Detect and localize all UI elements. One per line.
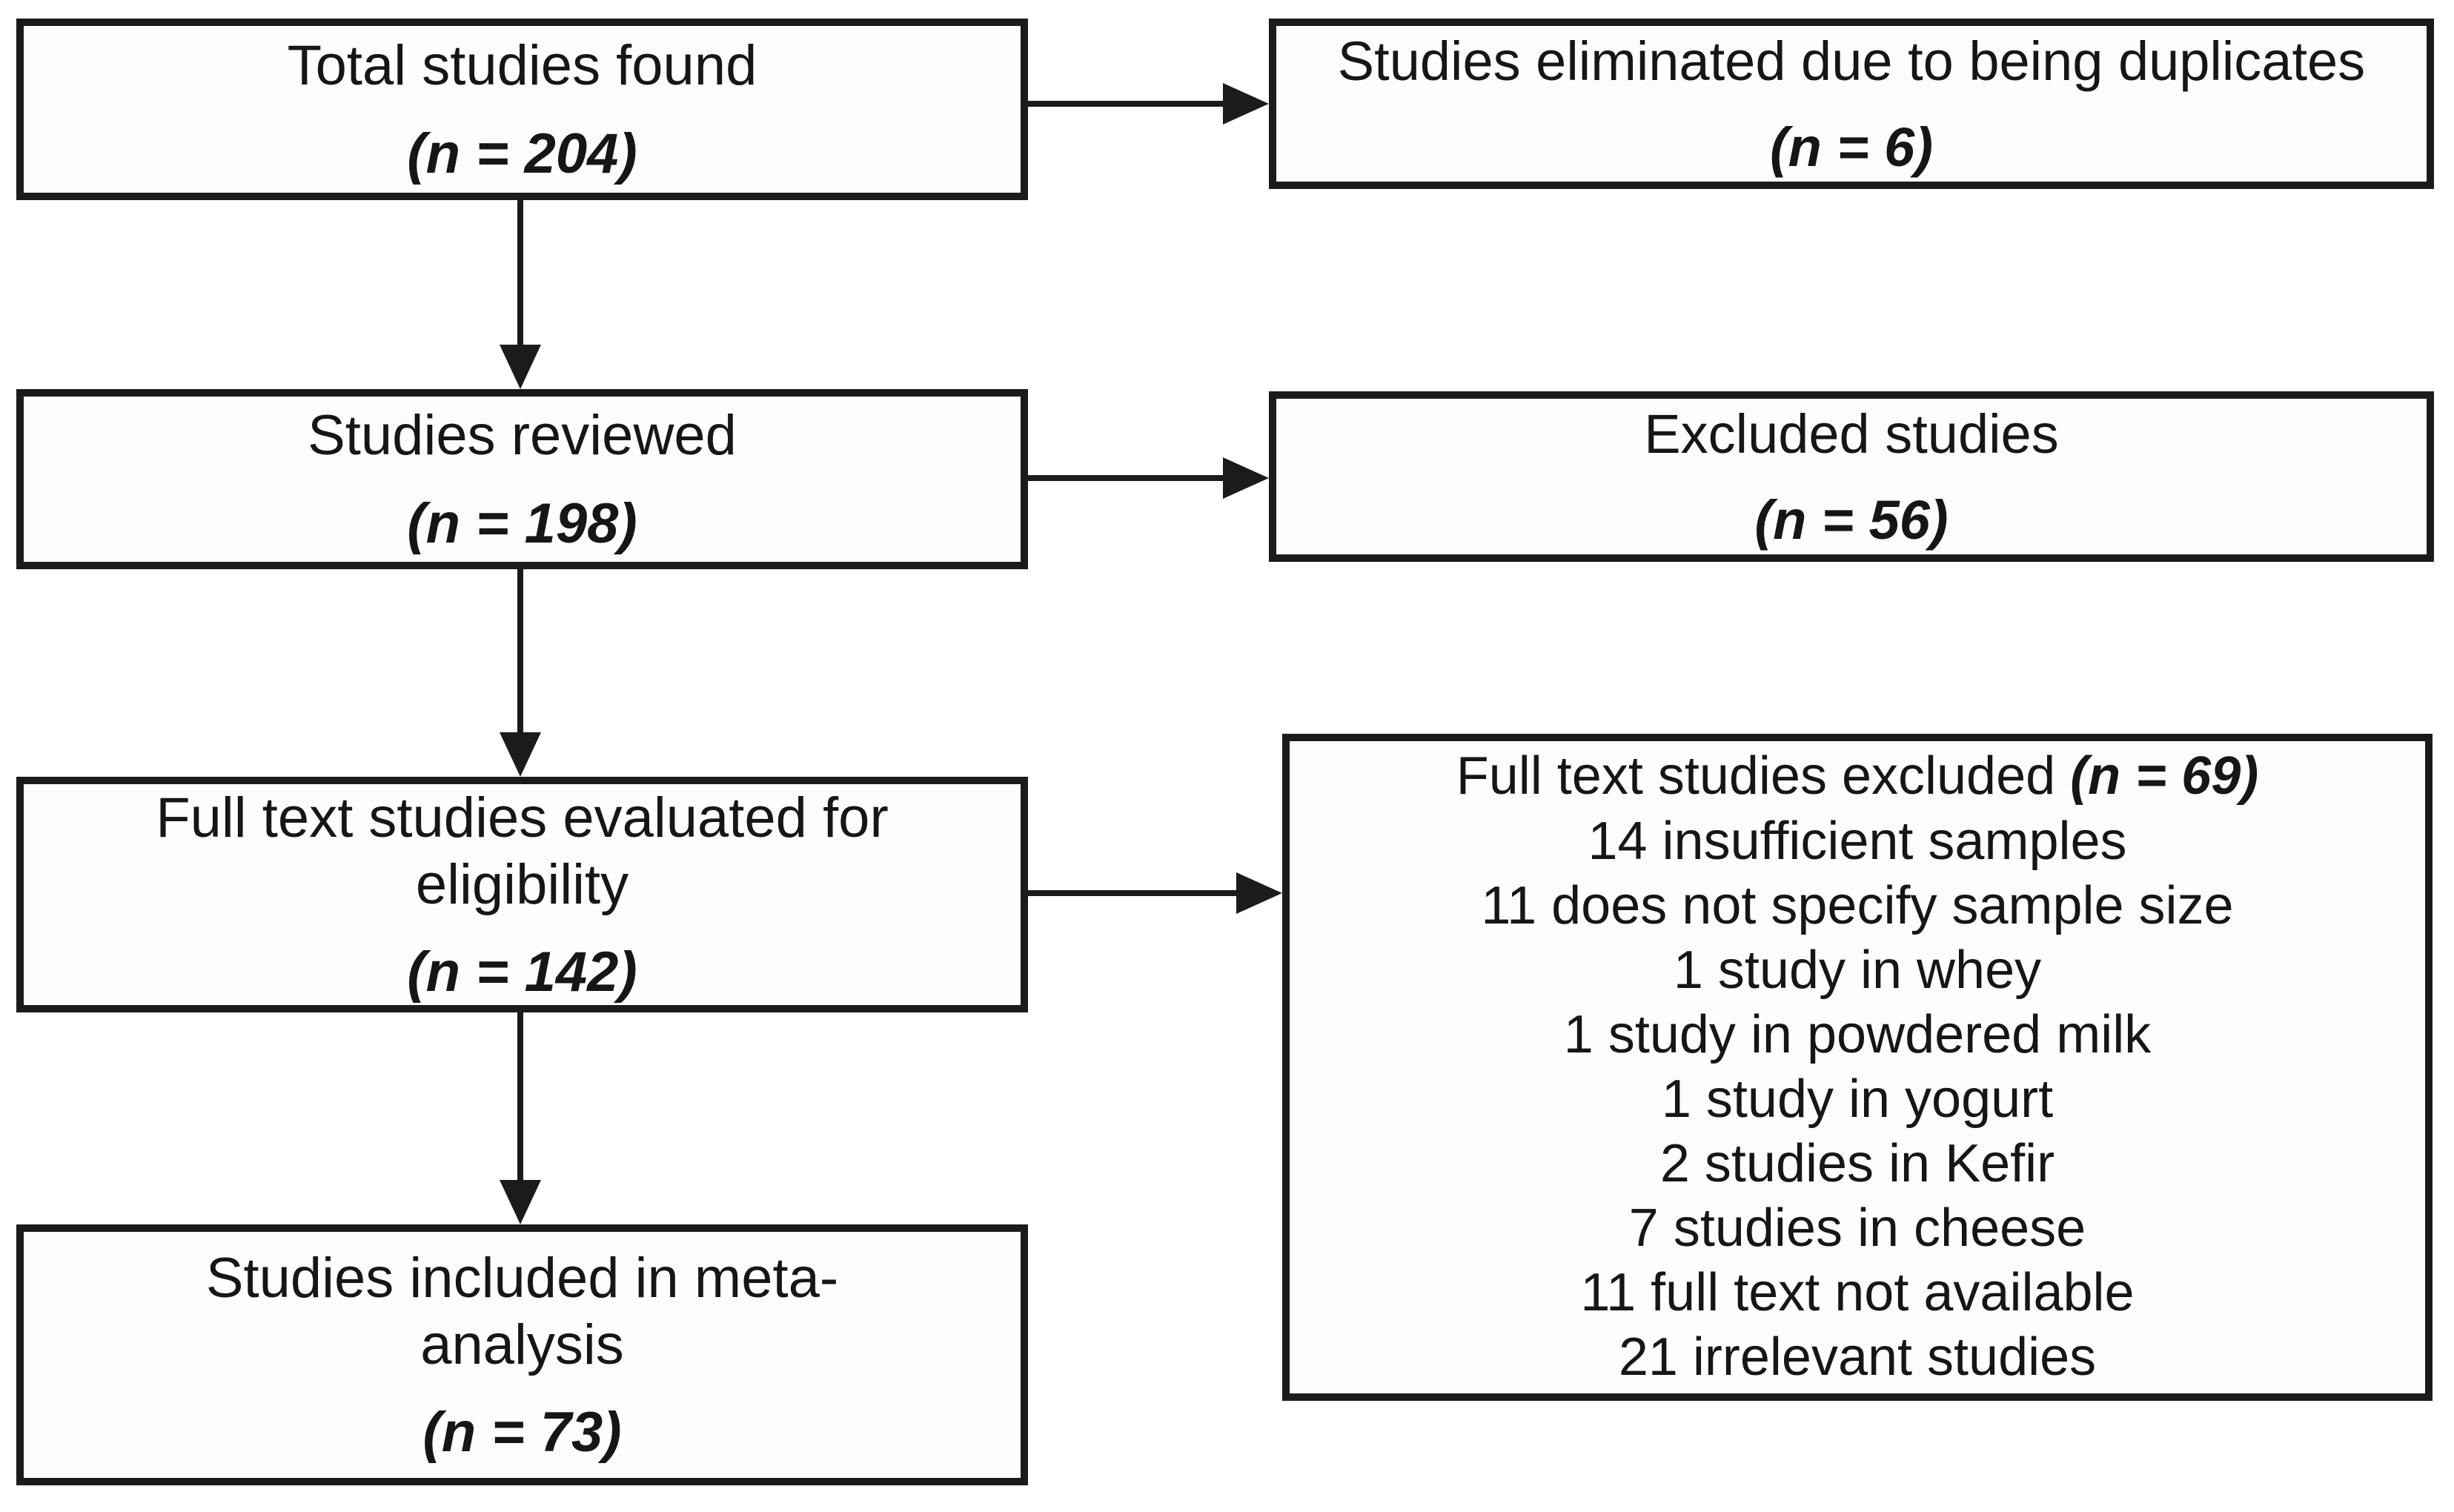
box-excluded-studies: Excluded studies (n = 56): [1269, 391, 2434, 562]
arrow-line: [1028, 890, 1238, 896]
box-title: Studies eliminated due to being duplicat…: [1337, 30, 2366, 92]
box-full-text-evaluated: Full text studies evaluated for eligibil…: [16, 777, 1028, 1012]
arrow-line: [1028, 475, 1224, 481]
box-included-meta-analysis: Studies included in meta-analysis (n = 7…: [16, 1224, 1028, 1485]
box-count: (n = 73): [422, 1401, 622, 1465]
arrowhead-right-icon: [1223, 83, 1269, 125]
box-count: (n = 6): [1770, 116, 1933, 179]
exclusion-item: 2 studies in Kefir: [1659, 1134, 2055, 1194]
arrowhead-right-icon: [1223, 457, 1269, 499]
exclusion-item: 1 study in powdered milk: [1563, 1004, 2152, 1064]
box-title: Excluded studies: [1644, 402, 2059, 465]
box-title: Studies included in meta-analysis: [205, 1246, 839, 1376]
exclusion-item: 1 study in whey: [1673, 940, 2042, 1000]
exclusion-item: 7 studies in cheese: [1628, 1198, 2086, 1259]
arrowhead-right-icon: [1236, 872, 1282, 914]
box-title: Full text studies evaluated for eligibil…: [156, 786, 889, 916]
arrowhead-down-icon: [500, 732, 541, 777]
box-full-text-excluded-details: Full text studies excluded (n = 69) 14 i…: [1282, 734, 2433, 1401]
box-studies-reviewed: Studies reviewed (n = 198): [16, 389, 1028, 569]
box-title: Total studies found: [287, 34, 757, 98]
arrowhead-down-icon: [500, 345, 541, 389]
exclusion-header: Full text studies excluded (n = 69): [1456, 744, 2259, 809]
box-total-studies-found: Total studies found (n = 204): [16, 19, 1028, 200]
box-title: Studies reviewed: [308, 404, 737, 468]
arrow-line: [1028, 101, 1224, 107]
box-duplicates-eliminated: Studies eliminated due to being duplicat…: [1269, 19, 2434, 189]
box-count: (n = 198): [407, 491, 637, 555]
arrowhead-down-icon: [500, 1180, 541, 1224]
exclusion-item: 14 insufficient samples: [1588, 811, 2127, 871]
box-count: (n = 204): [407, 122, 637, 185]
exclusion-item: 11 full text not available: [1580, 1263, 2135, 1323]
exclusion-item: 11 does not specify sample size: [1481, 875, 2234, 935]
exclusion-count: (n = 69): [2070, 746, 2259, 806]
box-count: (n = 56): [1754, 489, 1949, 551]
exclusion-item: 21 irrelevant studies: [1618, 1327, 2097, 1387]
arrow-line: [517, 200, 523, 346]
arrow-line: [517, 569, 523, 734]
box-count: (n = 142): [407, 941, 637, 1004]
arrow-line: [517, 1012, 523, 1181]
exclusion-title: Full text studies excluded: [1456, 746, 2071, 806]
exclusion-item: 1 study in yogurt: [1661, 1070, 2054, 1129]
